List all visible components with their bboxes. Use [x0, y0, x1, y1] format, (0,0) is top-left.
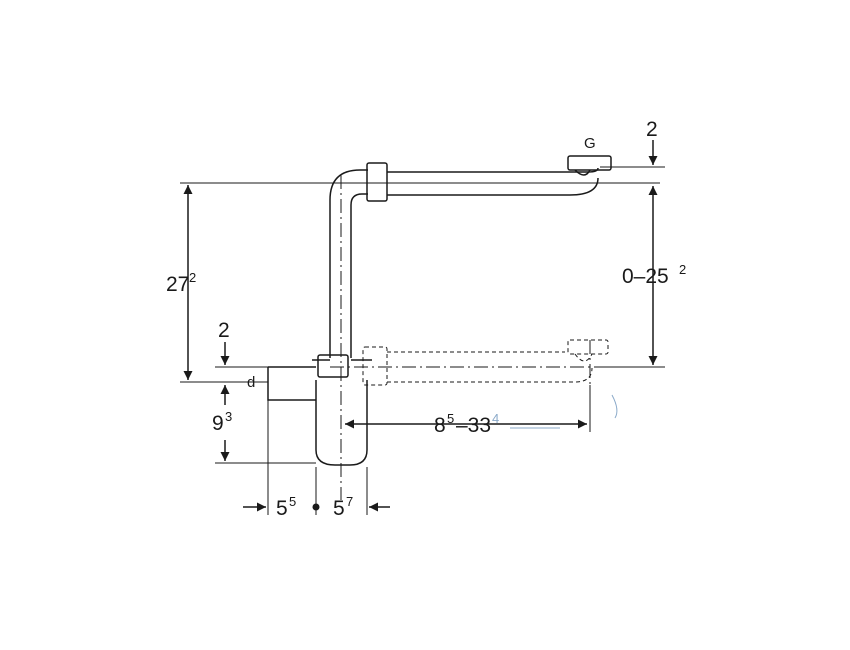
label-d: d — [247, 374, 255, 391]
vertical-pipe — [329, 169, 368, 358]
dimension-lines — [183, 140, 658, 512]
vertical-pipe-inner — [350, 193, 368, 358]
outlet-g — [567, 155, 612, 171]
coupling-nut — [366, 162, 388, 202]
label-width-right: 5 7 — [333, 494, 353, 520]
svg-text:5: 5 — [447, 411, 454, 426]
svg-text:27: 27 — [166, 273, 189, 296]
dashed-outlet-neck — [574, 353, 593, 362]
outlet-label-g: G — [584, 135, 596, 152]
label-adjust-range: 0–25 2 — [622, 262, 686, 288]
inlet-stub — [267, 367, 316, 401]
svg-text:3: 3 — [225, 409, 232, 424]
upper-pipe-assembly — [329, 155, 612, 358]
trap-bowl — [315, 380, 368, 466]
svg-text:0–25: 0–25 — [622, 265, 669, 288]
witness-lines — [180, 166, 665, 515]
label-width-left: 5 5 — [276, 494, 296, 520]
label-left-gap: 2 — [218, 319, 230, 342]
dashed-arm-bottom — [387, 367, 593, 383]
svg-text:2: 2 — [189, 270, 196, 285]
svg-text:4: 4 — [492, 411, 499, 426]
label-depth: 9 3 — [212, 409, 232, 435]
dim-center-dot — [312, 503, 320, 511]
outlet-g-neck — [574, 169, 591, 176]
svg-text:–33: –33 — [456, 414, 491, 437]
center-lines — [180, 175, 660, 500]
trap-body — [267, 354, 372, 466]
trap-collar — [317, 354, 349, 378]
svg-text:5: 5 — [289, 494, 296, 509]
horizontal-arm-lower — [387, 177, 599, 196]
label-extension: 8 5 –33 4 — [434, 411, 499, 437]
svg-text:2: 2 — [679, 262, 686, 277]
svg-text:7: 7 — [346, 494, 353, 509]
svg-text:5: 5 — [333, 497, 345, 520]
label-height-main: 27 2 — [166, 270, 196, 296]
svg-text:8: 8 — [434, 414, 446, 437]
lower-pipe-dashed — [362, 339, 609, 386]
faint-artifacts — [510, 394, 618, 429]
svg-text:5: 5 — [276, 497, 288, 520]
svg-text:9: 9 — [212, 412, 224, 435]
label-top-gap: 2 — [646, 118, 658, 141]
dashed-outlet — [567, 339, 609, 355]
dashed-coupling — [362, 346, 388, 386]
